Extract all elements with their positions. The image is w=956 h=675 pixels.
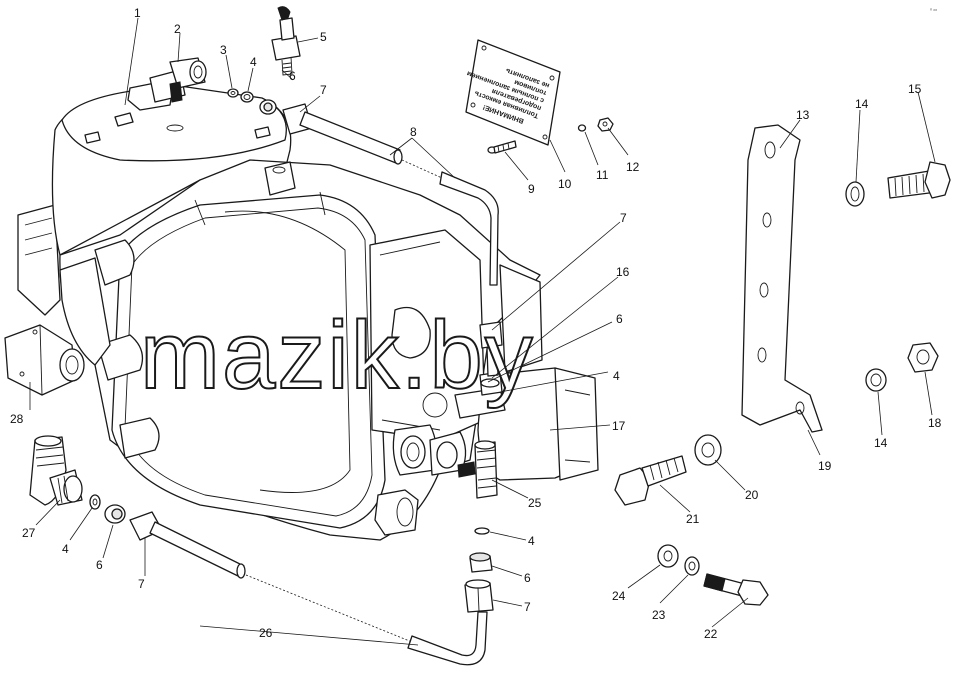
callout-22: 22 [704, 627, 718, 641]
callout-15: 15 [908, 82, 922, 96]
bolt-15 [887, 161, 951, 199]
callout-4: 4 [250, 55, 257, 69]
ring-4-center [474, 527, 490, 535]
callout-28: 28 [10, 412, 24, 426]
sensor-5 [271, 6, 301, 76]
elbow-fitting-2 [149, 57, 207, 103]
leader-lines [29, 17, 936, 646]
callout-7: 7 [320, 83, 327, 97]
callout-17: 17 [612, 419, 626, 433]
pipe-assembly-8 [282, 103, 499, 286]
callout-10: 10 [558, 177, 572, 191]
heater-body [17, 81, 599, 541]
sleeve-6-center [469, 552, 493, 573]
nut-12 [597, 117, 614, 132]
callout-20: 20 [745, 488, 759, 502]
callout-6-lower: 6 [524, 571, 531, 585]
callout-5: 5 [320, 30, 327, 44]
callout-4-left: 4 [62, 542, 69, 556]
lock-washer-14-top [845, 181, 865, 207]
callout-23: 23 [652, 608, 666, 622]
fitting-28 [4, 324, 85, 396]
callout-3: 3 [220, 43, 227, 57]
ring-4-top [240, 91, 254, 103]
lock-washer-14-bottom [865, 368, 887, 392]
bolt-21 [614, 455, 687, 506]
nut-18 [907, 342, 939, 373]
corner-mark: ⁰ ᵒᵒ [930, 8, 937, 14]
callout-25: 25 [528, 496, 542, 510]
bracket-13-19 [741, 124, 823, 433]
callout-4-lower: 4 [528, 534, 535, 548]
washer-3 [227, 88, 239, 98]
watermark-text: mazik.by [140, 302, 535, 409]
callout-7-center: 7 [620, 211, 627, 225]
sleeve-6-left [104, 504, 126, 524]
washer-24 [657, 544, 679, 568]
callout-12: 12 [626, 160, 640, 174]
washer-20 [694, 434, 722, 466]
callout-7-left: 7 [138, 577, 145, 591]
callout-14-bottom: 14 [874, 436, 888, 450]
callout-labels: 1 2 3 4 5 6 7 8 9 10 11 12 13 14 15 7 16… [10, 6, 942, 641]
callout-13: 13 [796, 108, 810, 122]
callout-19: 19 [818, 459, 832, 473]
nut-7-center [464, 579, 494, 613]
callout-14: 14 [855, 97, 869, 111]
callout-26: 26 [259, 626, 273, 640]
callout-4-center: 4 [613, 369, 620, 383]
callout-24: 24 [612, 589, 626, 603]
callout-11: 11 [596, 168, 609, 182]
washer-11 [577, 124, 587, 132]
bolt-22 [703, 573, 769, 606]
callout-1: 1 [134, 6, 141, 20]
callout-2: 2 [174, 22, 181, 36]
callout-27: 27 [22, 526, 36, 540]
callout-16: 16 [616, 265, 630, 279]
sleeve-6-top [259, 99, 277, 115]
warning-plate-10: ВНИМАНИЕ! Топливная емкость подогревател… [465, 39, 561, 146]
callout-18: 18 [928, 416, 942, 430]
callout-8: 8 [410, 125, 417, 139]
tee-fitting-25 [457, 440, 498, 499]
callout-6-left: 6 [96, 558, 103, 572]
lock-washer-23 [684, 556, 700, 576]
callout-9: 9 [528, 182, 535, 196]
callout-7-lower: 7 [524, 600, 531, 614]
elbow-fitting-27 [29, 435, 83, 506]
pipe-assembly-26 [129, 511, 488, 666]
callout-6-center: 6 [616, 312, 623, 326]
callout-6: 6 [289, 69, 296, 83]
ring-4-left [89, 494, 101, 510]
callout-21: 21 [686, 512, 700, 526]
screw-9 [487, 140, 517, 154]
